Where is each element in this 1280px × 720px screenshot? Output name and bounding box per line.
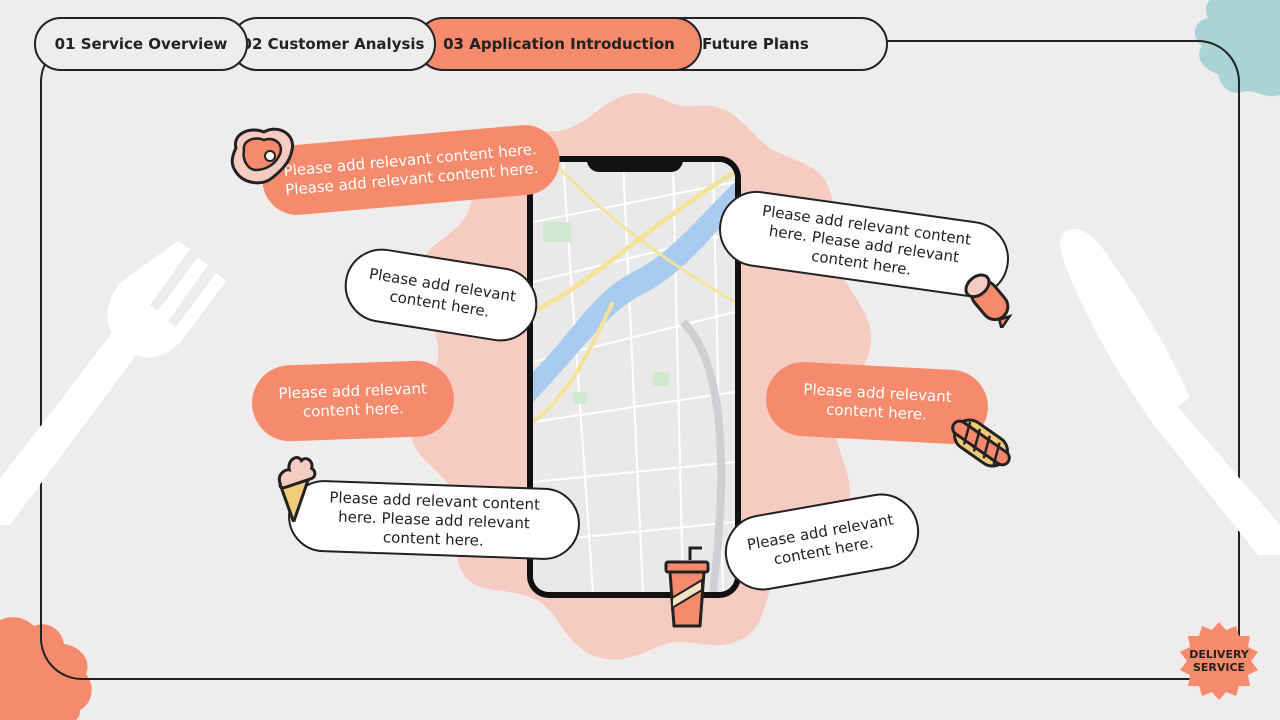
hotdog-icon xyxy=(951,418,1011,468)
meat-icon xyxy=(230,127,295,185)
tab-customer-analysis[interactable]: 02 Customer Analysis xyxy=(230,17,436,71)
drink-cup-icon xyxy=(664,546,710,628)
tab-application-introduction[interactable]: 03 Application Introduction xyxy=(416,17,702,71)
orange-corner-blob xyxy=(0,617,92,720)
tab-label: 04 Future Plans xyxy=(676,35,809,53)
info-bubble: Please add relevant content here. xyxy=(250,359,456,443)
tab-label: 03 Application Introduction xyxy=(443,35,675,53)
sausage-icon xyxy=(964,273,1013,328)
section-tabs: 04 Future Plans 03 Application Introduct… xyxy=(34,17,888,71)
knife-icon xyxy=(1059,229,1280,555)
fork-icon xyxy=(0,241,226,525)
info-bubble: Please add relevant content here. Please… xyxy=(286,478,582,562)
tab-label: 02 Customer Analysis xyxy=(241,35,425,53)
ice-cream-icon xyxy=(277,456,317,522)
delivery-service-badge: DELIVERY SERVICE xyxy=(1178,620,1260,702)
phone-notch xyxy=(587,156,683,172)
badge-line-2: SERVICE xyxy=(1192,661,1246,674)
tab-service-overview[interactable]: 01 Service Overview xyxy=(34,17,248,71)
badge-burst-shape xyxy=(1180,622,1258,700)
badge-line-1: DELIVERY xyxy=(1189,648,1249,661)
tab-label: 01 Service Overview xyxy=(54,35,228,53)
